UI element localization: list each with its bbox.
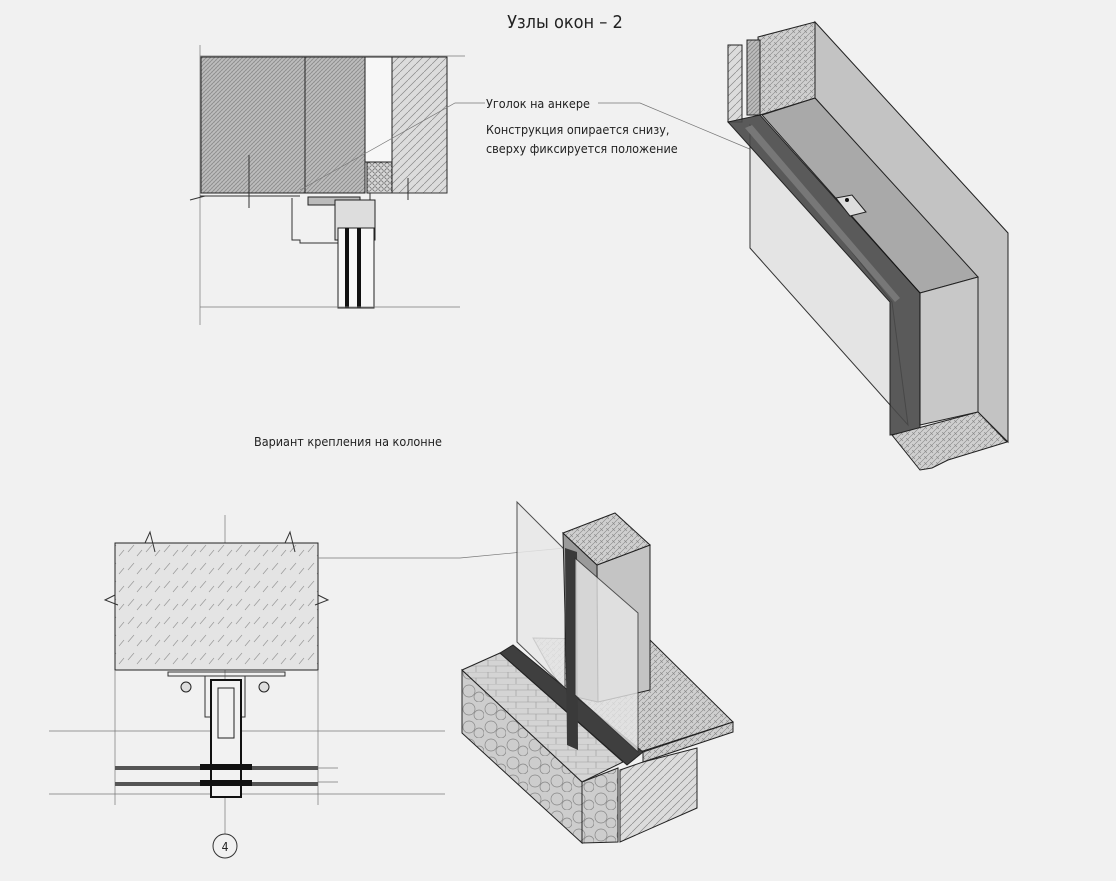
annotation-column-variant: Вариант крепления на колонне [254, 434, 442, 449]
annotation-note-line2: сверху фиксируется положение [486, 141, 678, 156]
leader-line [598, 102, 753, 151]
window-head-section-detail [189, 45, 465, 325]
sheet-title: Узлы окон – 2 [507, 12, 623, 33]
annotation-corner-anchor: Уголок на анкере [486, 96, 590, 111]
axis-marker-label: 4 [222, 840, 229, 854]
column-isometric [461, 500, 734, 845]
annotation-note-line1: Конструкция опирается снизу, [486, 122, 669, 137]
column-plan-detail [49, 515, 445, 834]
axis-marker-circle [212, 833, 238, 859]
leader-line [299, 102, 485, 191]
window-head-isometric [727, 20, 1009, 471]
